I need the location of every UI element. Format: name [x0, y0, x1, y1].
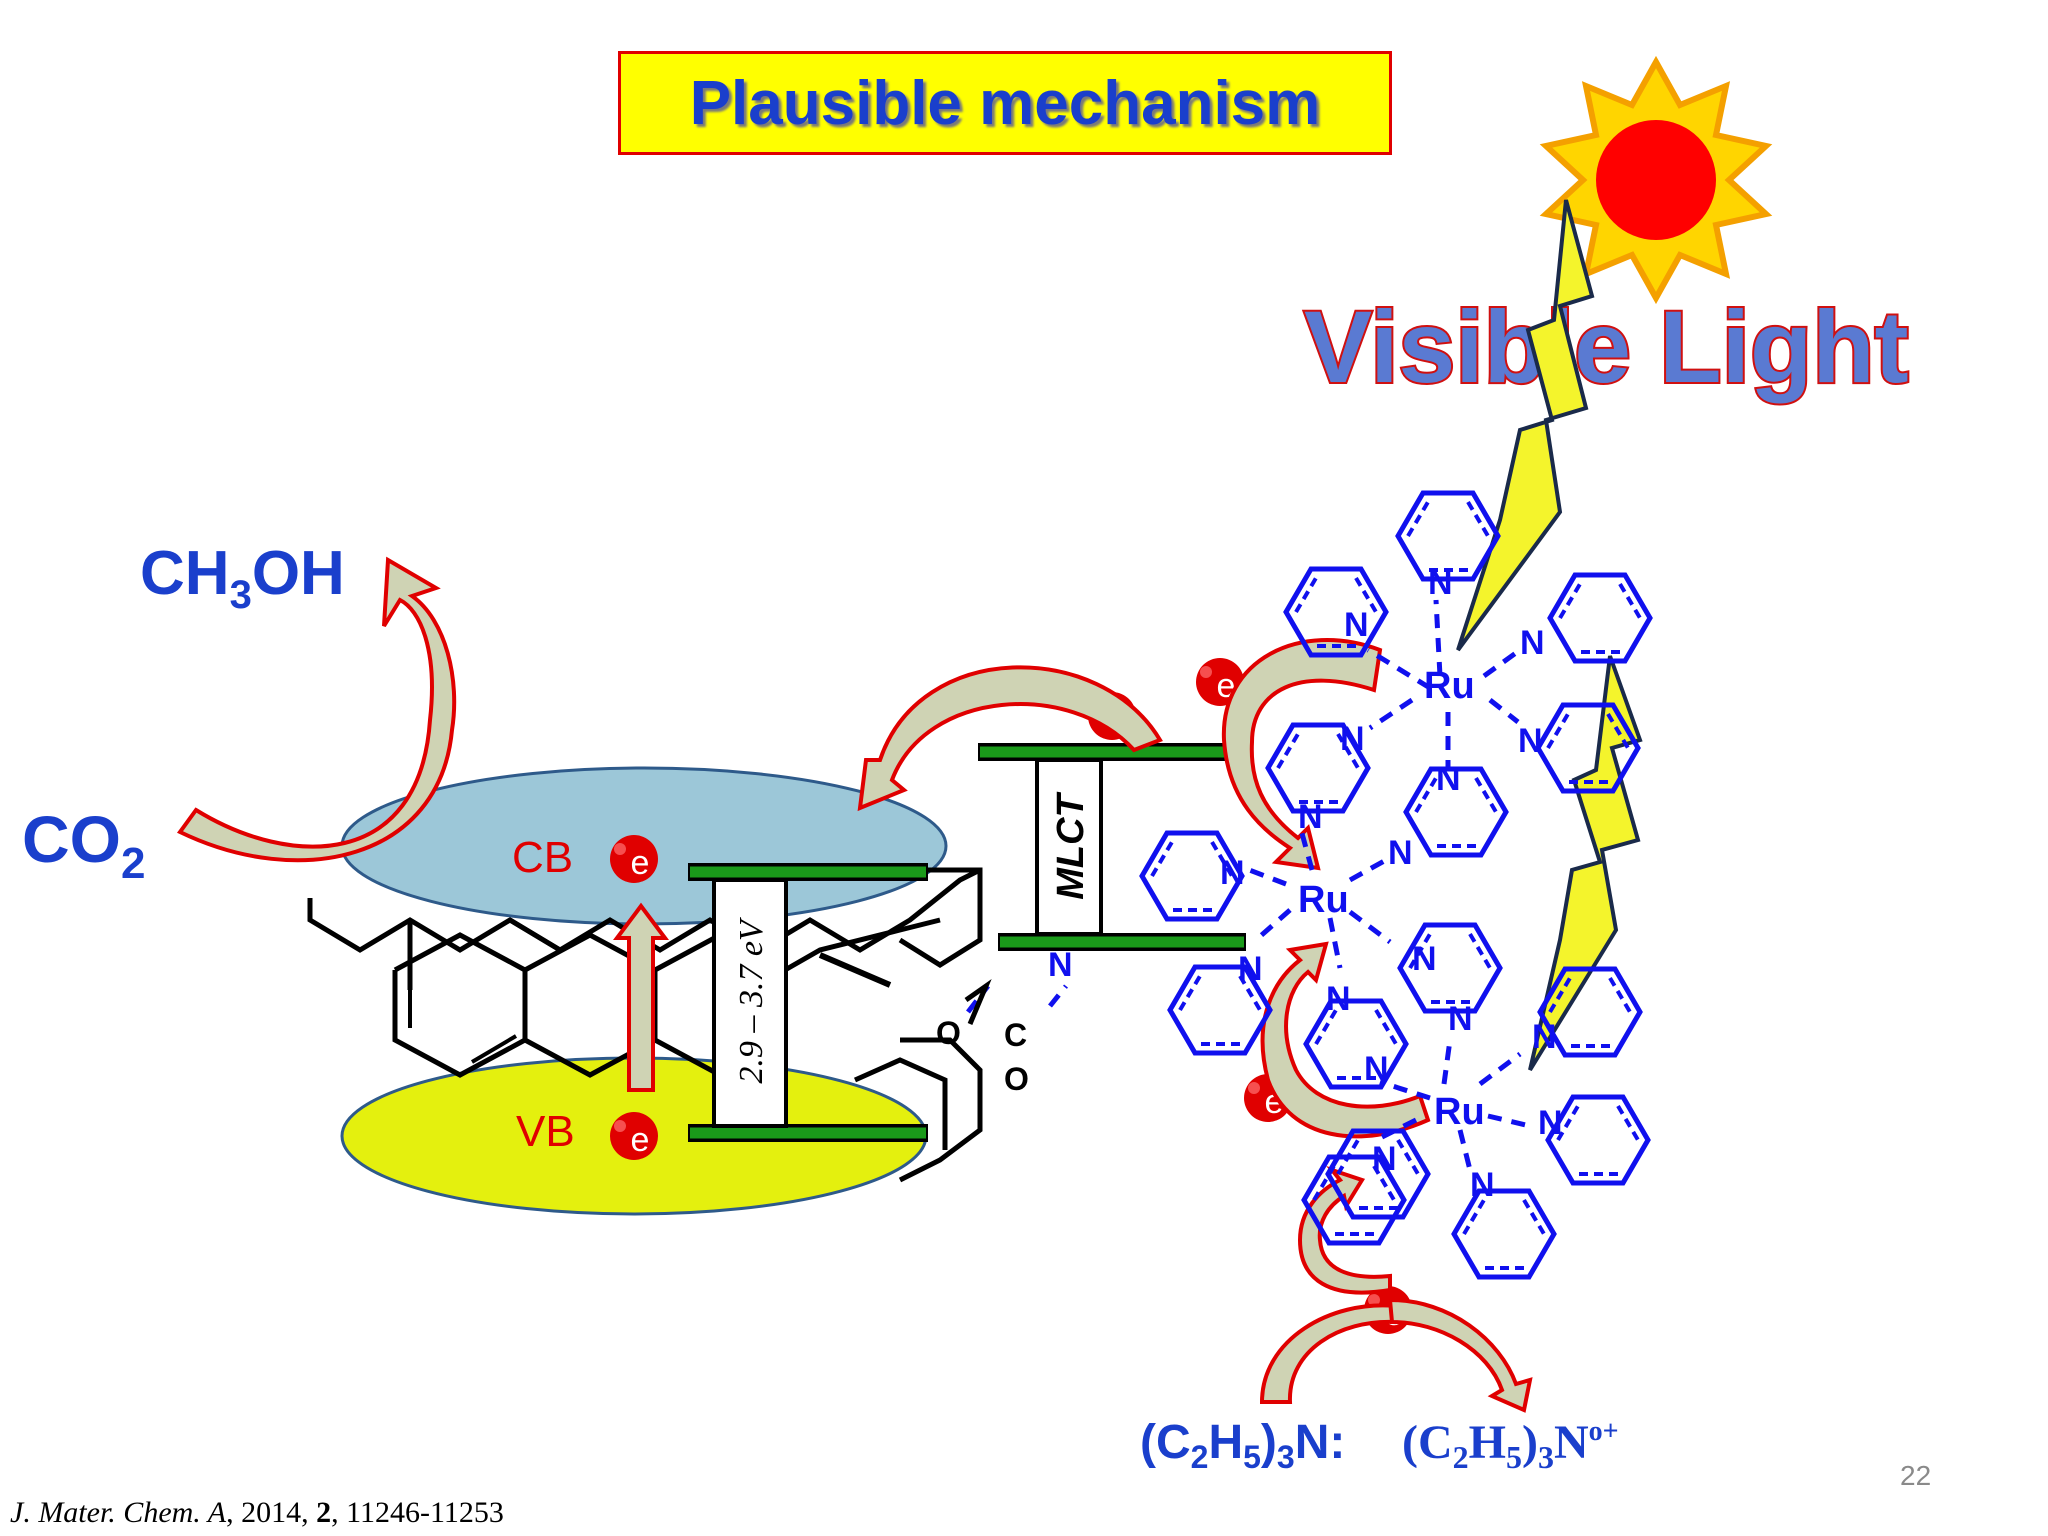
oxygen-atom: O	[1004, 1061, 1029, 1097]
cb-label: CB	[512, 833, 573, 882]
page-number: 22	[1900, 1460, 1932, 1491]
n-atom: N	[1298, 798, 1323, 836]
n-atom: N	[1428, 564, 1453, 602]
citation-year: 2014	[241, 1496, 302, 1529]
electron-cb: e	[610, 835, 658, 883]
mlct-label: MLCT	[1050, 791, 1092, 899]
n-atom: N	[1388, 834, 1413, 872]
carbon-atom: C	[1004, 1017, 1027, 1053]
co2-label: CO2	[22, 802, 145, 888]
n-atom: N	[1340, 720, 1365, 758]
band-gap-label: 2.9 – 3.7 eV	[733, 916, 770, 1084]
electron-label: e	[631, 844, 650, 882]
sun-icon	[1539, 55, 1773, 305]
n-atom: N	[1470, 1166, 1495, 1204]
visible-light-label: Visible Light	[1304, 290, 1909, 404]
donor-oxidation-arrow-left	[1259, 1303, 1399, 1404]
n-atom: N	[1518, 722, 1543, 760]
oxygen-atom: O	[936, 1015, 961, 1051]
n-atom: N	[1412, 940, 1437, 978]
mlct-to-cb-arrow	[857, 665, 1163, 812]
n-atom: N	[1372, 1140, 1397, 1178]
citation-pages: 11246-11253	[346, 1496, 504, 1529]
mlct-box: MLCT	[1035, 758, 1103, 936]
n-atom: N	[1220, 854, 1245, 892]
carbonyl-linker: O C O	[936, 978, 1029, 1097]
n-atom: N	[1448, 1000, 1473, 1038]
electron-label: e	[631, 1121, 650, 1159]
n-atom: N	[1048, 946, 1073, 984]
title-box: Plausible mechanism	[618, 51, 1392, 155]
ru-atom-bottom: Ru	[1434, 1091, 1485, 1133]
n-atom: N	[1538, 1104, 1563, 1142]
n-atom: N	[1436, 760, 1461, 798]
vb-label: VB	[516, 1107, 575, 1156]
n-atom: N	[1326, 980, 1351, 1018]
ru-bottom-arrow	[1260, 941, 1431, 1139]
citation: J. Mater. Chem. A, 2014, 2, 11246-11253	[10, 1496, 504, 1529]
donor-oxidation-arrow-right	[1387, 1297, 1533, 1413]
n-atom: N	[1520, 624, 1545, 662]
band-gap-box: 2.9 – 3.7 eV	[712, 878, 788, 1128]
methanol-label: CH3OH	[140, 539, 345, 617]
triethylamine-label: (C2H5)3N:	[1140, 1416, 1345, 1475]
ru-polypyridyl-complex: Ru Ru Ru N N N N N N N N N N N N N N N N	[966, 493, 1650, 1277]
ru-atom-top: Ru	[1424, 665, 1475, 707]
n-atom: N	[1364, 1050, 1389, 1088]
ru-to-mlct-arrow	[1221, 638, 1383, 871]
citation-journal: J. Mater. Chem. A	[10, 1496, 227, 1529]
oxidized-triethylamine-label: (C2H5)3No+	[1402, 1416, 1619, 1475]
citation-volume: 2	[316, 1496, 332, 1529]
n-atom: N	[1532, 1018, 1557, 1056]
ru-atom-middle: Ru	[1298, 879, 1349, 921]
co2-to-methanol-arrow	[176, 556, 457, 863]
n-atom: N	[1344, 606, 1369, 644]
slide-title: Plausible mechanism	[689, 68, 1321, 138]
lightning-bolt-icon	[1456, 199, 1595, 652]
n-atom: N	[1238, 950, 1263, 988]
band-edges	[688, 743, 1246, 1142]
excitation-arrow	[613, 902, 669, 1092]
electron-vb: e	[610, 1112, 658, 1160]
